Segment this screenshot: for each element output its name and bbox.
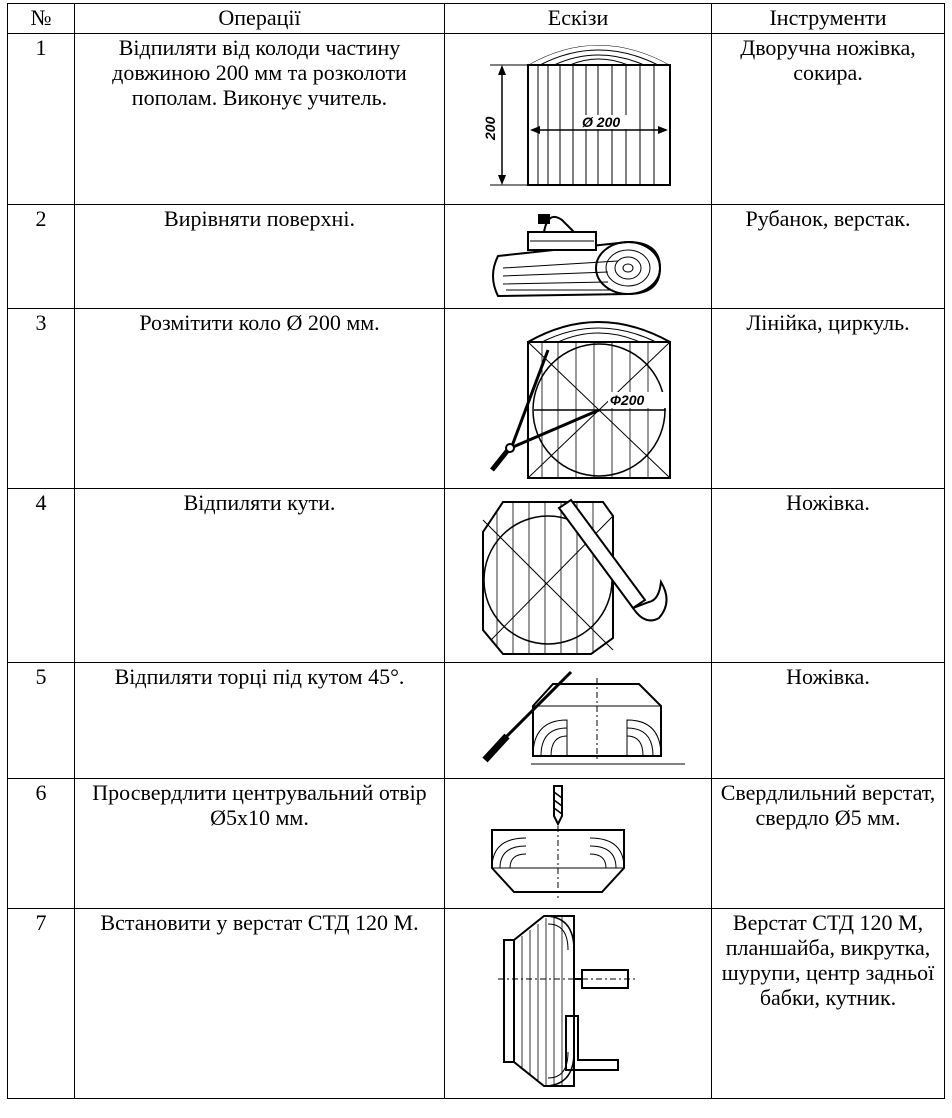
row-num: 4 (7, 488, 75, 663)
row-operation: Розмітити коло Ø 200 мм. (74, 308, 445, 489)
row-sketch (444, 778, 712, 909)
row-num: 7 (7, 908, 75, 1099)
header-sketches: Ескізи (444, 3, 712, 34)
row-num: 5 (7, 662, 75, 779)
row-sketch (444, 662, 712, 779)
row-tools: Ножівка. (711, 662, 945, 779)
row-operation: Відпиляти кути. (74, 488, 445, 663)
row-tools: Ножівка. (711, 488, 945, 663)
operations-table: № Операції Ескізи Інструменти 1 Відпилят… (7, 3, 945, 1099)
row-tools: Дворучна ножівка, сокира. (711, 33, 945, 205)
log-section-icon: 200 Ø 200 (482, 45, 671, 186)
row-operation: Просвердлити центрувальний отвір Ø5х10 м… (74, 778, 445, 909)
row-sketch: 200 Ø 200 (444, 33, 712, 205)
header-num: № (7, 3, 75, 34)
diameter-label: Ø 200 (582, 114, 620, 130)
header-tools: Інструменти (711, 3, 945, 34)
row-operation: Вирівняти поверхні. (74, 204, 445, 309)
row-tools: Лінійка, циркуль. (711, 308, 945, 489)
table-row: 6 Просвердлити центрувальний отвір Ø5х10… (7, 778, 945, 909)
table-row: 5 Відпиляти торці під кутом 45°. (7, 662, 945, 779)
row-tools: Рубанок, верстак. (711, 204, 945, 309)
header-row: № Операції Ескізи Інструменти (7, 3, 945, 34)
row-num: 1 (7, 33, 75, 205)
row-num: 6 (7, 778, 75, 909)
table-row: 3 Розмітити коло Ø 200 мм. (7, 308, 945, 489)
header-operations: Операції (74, 3, 445, 34)
row-sketch: Ф200 (444, 308, 712, 489)
compass-marking-icon: Ф200 (490, 321, 671, 479)
table-row: 4 Відпиляти кути. (7, 488, 945, 663)
row-sketch (444, 488, 712, 663)
saw-corners-icon (482, 498, 668, 655)
row-tools: Свердлильний верстат, свердло Ø5 мм. (711, 778, 945, 909)
lathe-mount-icon (498, 915, 638, 1087)
row-sketch (444, 204, 712, 309)
row-operation: Відпиляти від колоди частину довжиною 20… (74, 33, 445, 205)
drill-center-icon (491, 785, 625, 898)
row-operation: Відпиляти торці під кутом 45°. (74, 662, 445, 779)
row-operation: Встановити у верстат СТД 120 М. (74, 908, 445, 1099)
row-tools: Верстат СТД 120 М, планшайба, викрутка, … (711, 908, 945, 1099)
bevel-ends-icon (482, 670, 685, 765)
table-row: 2 Вирівняти поверхні. Рубанок, верстак. (7, 204, 945, 309)
table-row: 1 Відпиляти від колоди частину довжиною … (7, 33, 945, 205)
plane-on-log-icon (492, 214, 662, 298)
height-label: 200 (482, 116, 498, 141)
table-row: 7 Встановити у верстат СТД 120 М. (7, 908, 945, 1099)
circle-diameter-label: Ф200 (610, 392, 645, 408)
row-sketch (444, 908, 712, 1099)
row-num: 3 (7, 308, 75, 489)
row-num: 2 (7, 204, 75, 309)
